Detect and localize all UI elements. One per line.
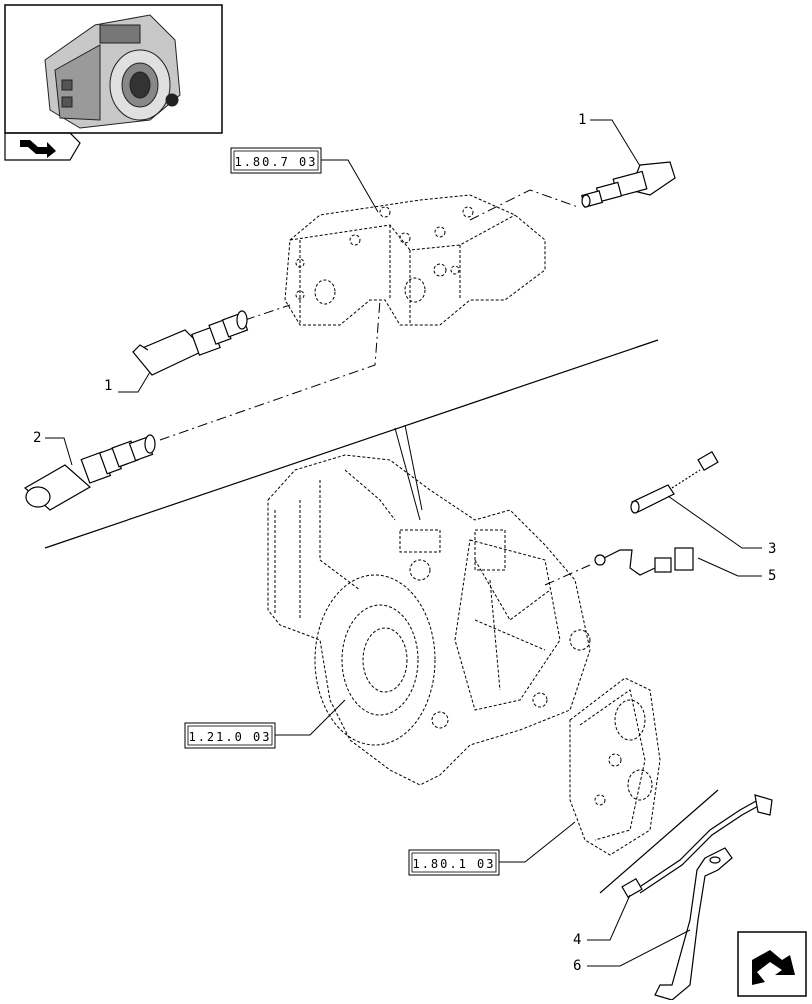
valve-block — [284, 194, 546, 326]
callout-3[interactable]: 3 — [667, 495, 776, 557]
callout-4[interactable]: 4 — [573, 894, 631, 948]
callout-number: 1 — [104, 378, 112, 394]
ref-label-transmission-housing: 1.21.0 03 — [188, 730, 271, 744]
callout-number: 5 — [768, 568, 776, 584]
callout-number: 1 — [578, 112, 586, 128]
assembly-lines — [159, 189, 591, 586]
solenoid-valve-1-left — [132, 310, 249, 376]
thumbnail-inset[interactable] — [4, 4, 223, 161]
callout-2[interactable]: 2 — [33, 430, 73, 466]
callout-number: 6 — [573, 958, 581, 974]
thumbnail-tab — [4, 132, 81, 161]
section-line — [44, 339, 659, 549]
ref-label-rear-cover: 1.80.1 03 — [412, 857, 495, 871]
solenoid-valve-2 — [23, 434, 156, 511]
arrow-icon — [752, 950, 795, 985]
leader-line — [394, 427, 421, 521]
callout-1-top[interactable]: 1 — [578, 112, 641, 167]
ref-box-transmission-housing[interactable]: 1.21.0 03 — [184, 699, 346, 749]
callout-number: 4 — [573, 932, 581, 948]
ref-box-rear-cover[interactable]: 1.80.1 03 — [408, 821, 576, 876]
ref-box-valve-block[interactable]: 1.80.7 03 — [230, 147, 379, 213]
next-page-nav[interactable] — [737, 931, 807, 997]
wiring-harness-5 — [594, 547, 694, 576]
cable-4 — [621, 794, 773, 899]
solenoid-valve-1-top — [581, 161, 676, 208]
callout-1-left[interactable]: 1 — [104, 371, 151, 394]
rear-cover — [569, 677, 661, 856]
sensor-3 — [630, 450, 719, 514]
ref-label-valve-block: 1.80.7 03 — [234, 155, 317, 169]
thumbnail-assembly-image — [44, 14, 181, 129]
callout-number: 2 — [33, 430, 41, 446]
arrow-icon[interactable] — [20, 140, 56, 158]
callout-number: 3 — [768, 541, 776, 557]
callout-5[interactable]: 5 — [697, 557, 776, 584]
transmission-housing — [267, 454, 591, 786]
callout-6[interactable]: 6 — [573, 929, 691, 974]
bracket-6 — [654, 847, 733, 1001]
leader-line — [404, 424, 423, 511]
section-line — [599, 789, 719, 894]
